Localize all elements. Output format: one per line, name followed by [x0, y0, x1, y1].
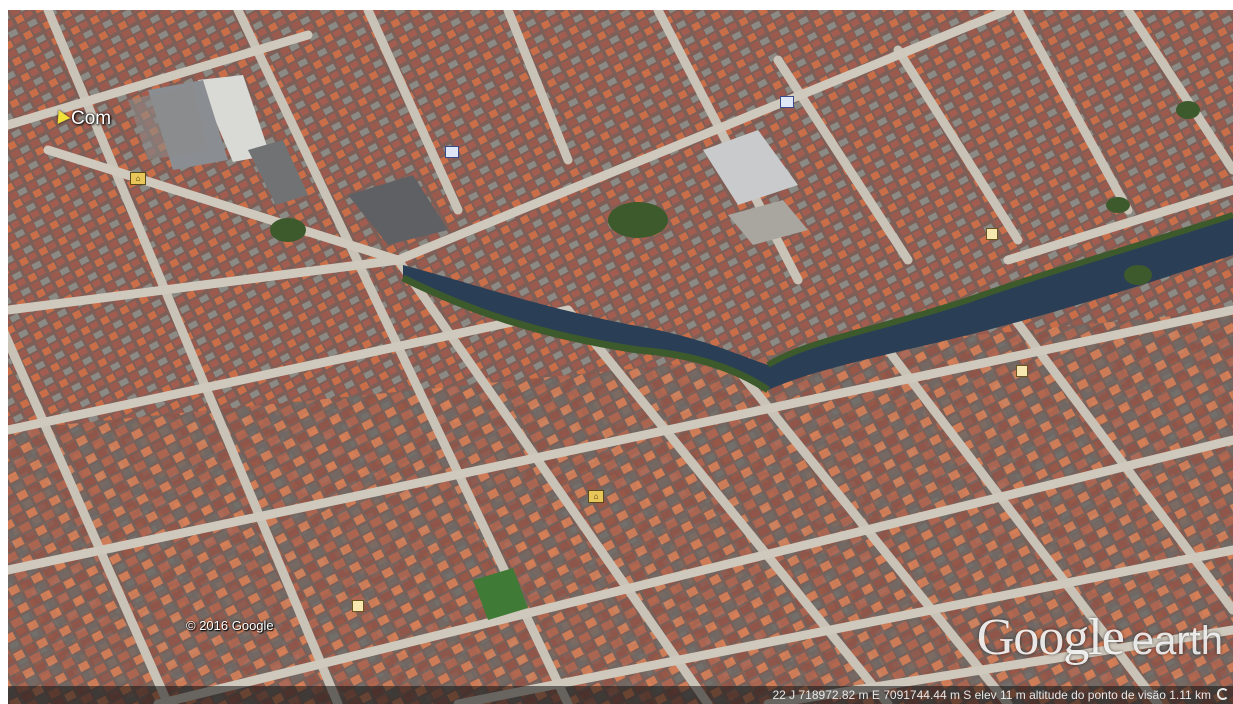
- streaming-progress-icon: [1217, 688, 1229, 700]
- soccer-field: [473, 568, 528, 620]
- store-poi-icon[interactable]: [1016, 365, 1028, 377]
- streets-cross: [8, 10, 1233, 704]
- restaurant-poi-icon[interactable]: ⌂: [588, 490, 604, 503]
- store-poi-icon[interactable]: [352, 600, 364, 612]
- parking-lot: [128, 85, 208, 160]
- google-earth-logo: Google earth: [977, 608, 1223, 667]
- placemark-label[interactable]: Com: [71, 108, 112, 129]
- river: [403, 215, 1233, 390]
- logo-google-text: Google: [976, 609, 1125, 666]
- placemark[interactable]: Com: [51, 108, 112, 130]
- transit-poi-icon[interactable]: [445, 146, 459, 158]
- coordinates-readout: 22 J 718972.82 m E 7091744.44 m S elev 1…: [772, 688, 1211, 702]
- satellite-map-view[interactable]: Com ⌂ ⌂ © 2016 Google Google earth 22 J …: [8, 10, 1233, 704]
- restaurant-poi-icon[interactable]: ⌂: [130, 172, 146, 185]
- streets-diagonal: [8, 10, 1233, 704]
- satellite-imagery: [8, 10, 1233, 704]
- riverbank-vegetation: [401, 274, 770, 393]
- copyright-notice: © 2016 Google: [186, 618, 274, 633]
- yellow-pushpin-icon[interactable]: [51, 110, 71, 128]
- status-bar: 22 J 718972.82 m E 7091744.44 m S elev 1…: [8, 686, 1233, 704]
- bus-poi-icon[interactable]: [780, 96, 794, 108]
- vegetation: [270, 101, 1200, 285]
- logo-earth-text: earth: [1131, 619, 1223, 663]
- store-poi-icon[interactable]: [986, 228, 998, 240]
